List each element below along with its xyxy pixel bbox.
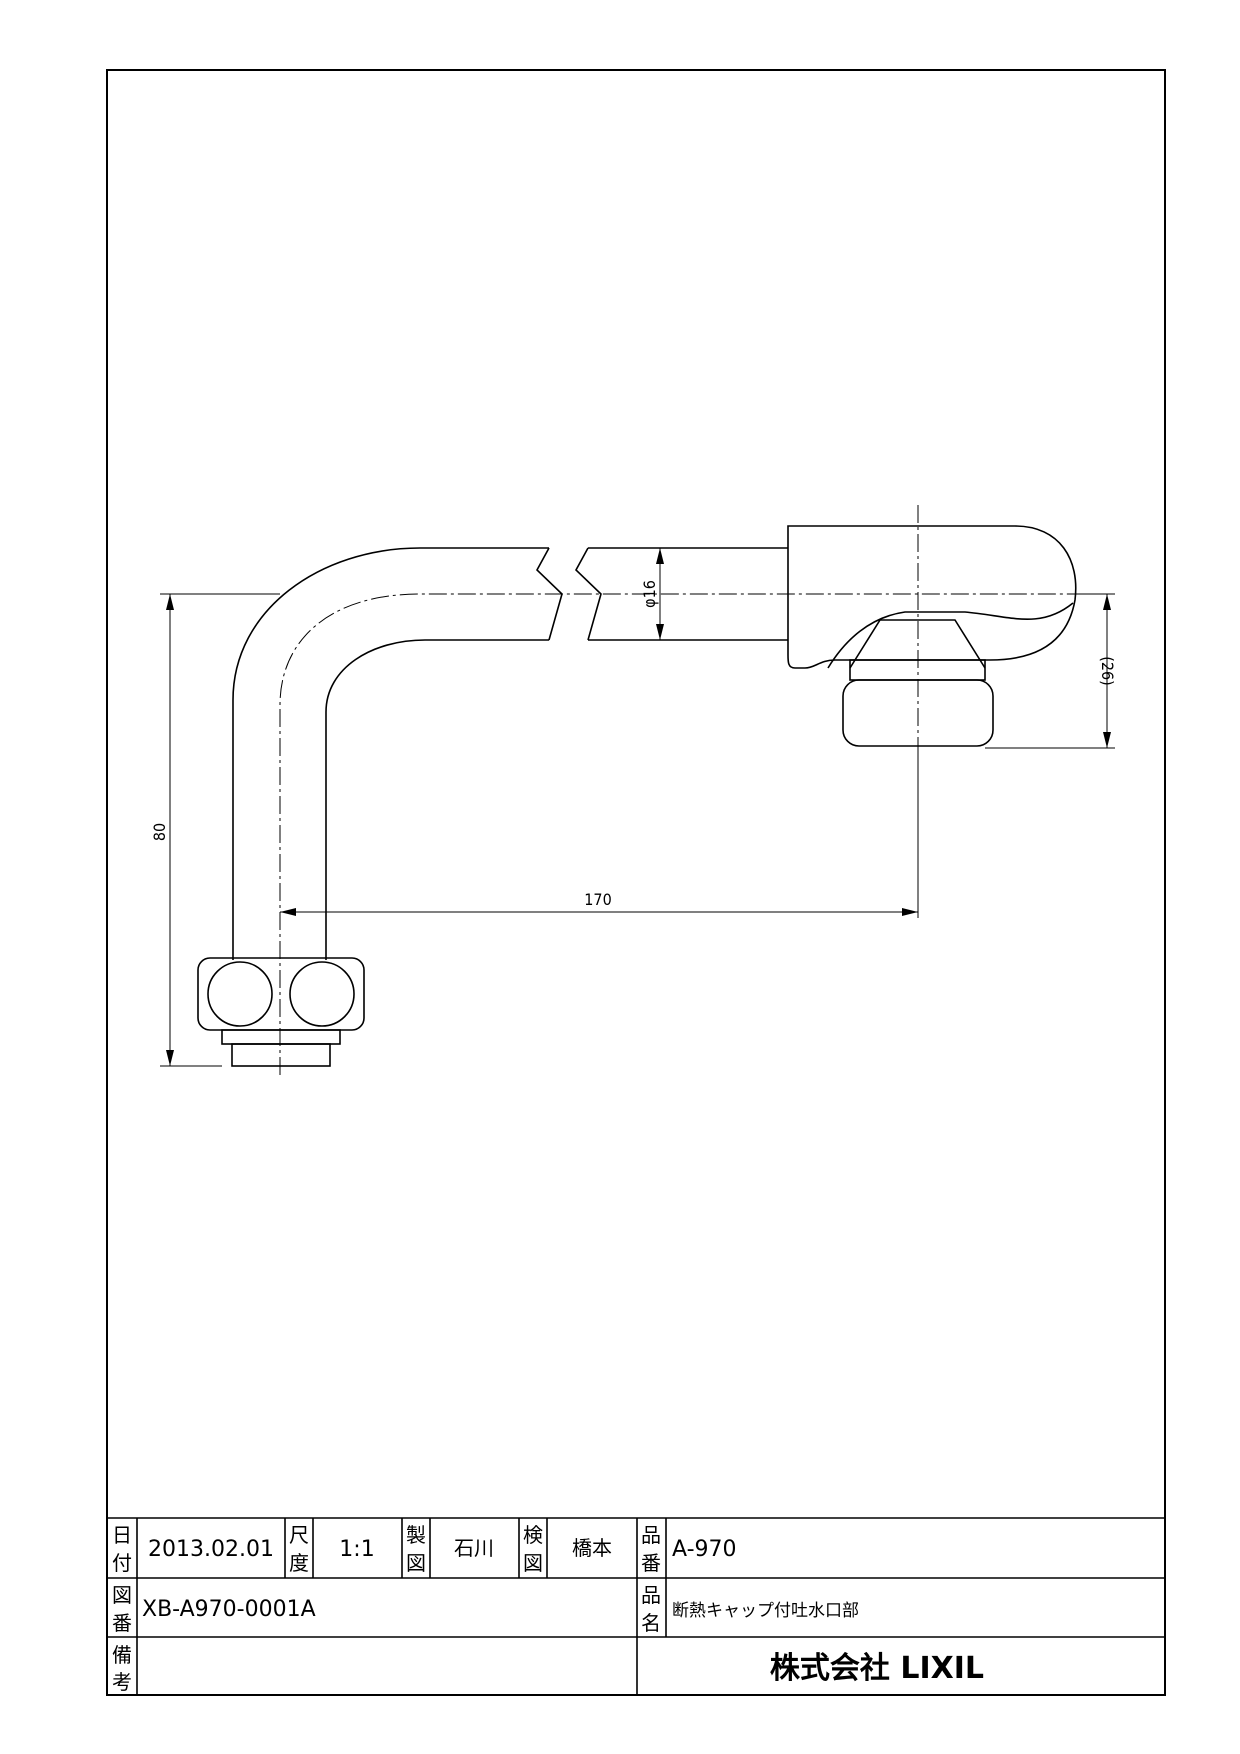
base-knob-right [289,961,355,1027]
arrow-dia-bottom [656,624,664,640]
part-name-label-bottom: 名 [641,1611,661,1635]
checked-label-top: 検 [523,1523,543,1547]
part-no-value: A-970 [672,1537,737,1562]
nozzle-cone [849,619,986,669]
part-no-label-bottom: 番 [641,1551,661,1575]
arrow-26-top [1103,594,1111,610]
remarks-label-top: 備 [112,1643,132,1667]
arrow-dia-top [656,548,664,564]
arrow-170-left [280,908,296,916]
pipe-inner-contour [325,639,549,960]
arrow-26-bottom [1103,732,1111,748]
dim-26-text: (26) [1098,656,1117,686]
drawing-no-label-bottom: 番 [112,1611,132,1635]
dim-170-text: 170 [584,890,611,909]
base-collar [221,1029,341,1045]
pipe-outer-contour [232,547,549,960]
arrow-80-top [166,594,174,610]
date-value: 2013.02.01 [148,1537,274,1562]
title-block-lines [107,1517,1165,1695]
date-label-bottom: 付 [112,1551,132,1575]
pipe-centerline [279,593,1080,1075]
scale-label-bottom: 度 [289,1551,309,1575]
drawn-label-top: 製 [406,1523,426,1547]
part-name-value: 断熱キャップ付吐水口部 [672,1601,859,1621]
scale-value: 1:1 [339,1537,374,1562]
spout-head [787,525,1077,669]
spout-head-underside [827,602,1074,669]
center-lines [279,505,1080,1075]
scale-label-top: 尺 [289,1523,309,1547]
spout-drawing [197,525,1077,1067]
remarks-label-bottom: 考 [112,1670,132,1694]
pipe-break-left [536,547,563,641]
company-name: 株式会社 LIXIL [770,1651,984,1686]
base-block [197,957,365,1031]
dimension-lines [160,548,1115,1067]
arrow-80-bottom [166,1050,174,1066]
dimension-arrows [166,548,1111,1066]
drawn-by-value: 石川 [454,1536,494,1560]
date-label-top: 日 [112,1523,132,1547]
base-thread [231,1043,331,1067]
dim-80-text: 80 [150,823,169,841]
arrow-170-right [902,908,918,916]
checked-label-bottom: 図 [523,1551,543,1575]
part-no-label-top: 品 [641,1523,661,1547]
drawing-no-value: XB-A970-0001A [142,1597,316,1622]
pipe-break-right [575,547,602,641]
base-knob-left [207,961,273,1027]
part-name-label-top: 品 [641,1583,661,1607]
drawing-frame [106,69,1166,1696]
dim-diameter-text: φ16 [640,580,659,608]
checked-by-value: 橋本 [572,1536,612,1560]
drawing-no-label-top: 図 [112,1583,132,1607]
drawn-label-bottom: 図 [406,1551,426,1575]
